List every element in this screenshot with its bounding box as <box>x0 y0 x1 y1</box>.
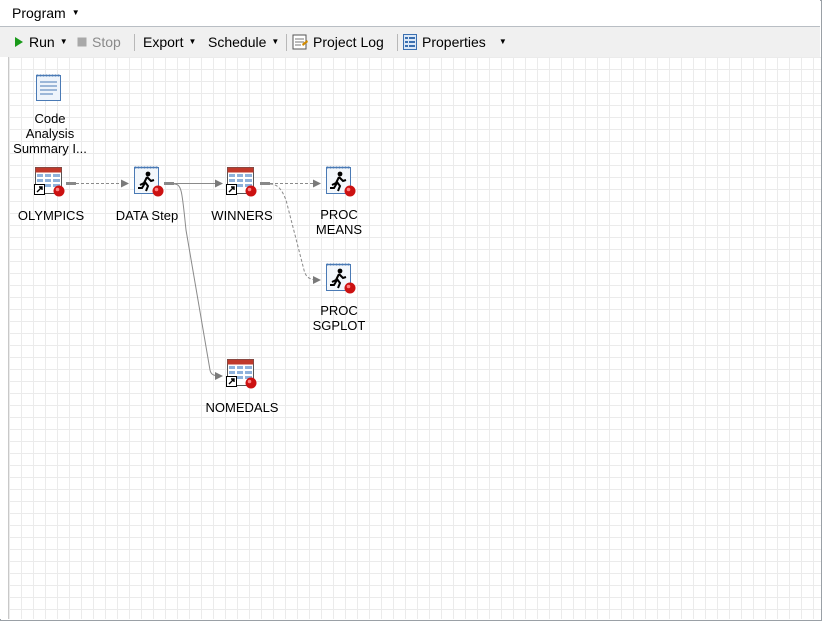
dataset-table-icon <box>226 359 257 389</box>
project-log-icon <box>292 34 308 50</box>
toolbar: Run ▼ Stop Export ▼ Schedule ▼ Project L… <box>0 27 820 58</box>
toolbar-separator <box>397 34 398 51</box>
node-label-line: Code <box>34 111 66 126</box>
node-label: OLYMPICS <box>17 208 85 223</box>
node-label: Code Analysis Summary I... <box>0 111 100 156</box>
dataset-table-icon <box>226 167 257 197</box>
chevron-down-icon: ▼ <box>271 37 280 46</box>
chevron-down-icon: ▼ <box>71 8 80 17</box>
program-runner-icon <box>326 263 356 294</box>
program-runner-icon <box>134 166 164 197</box>
node-winners[interactable]: WINNERS <box>202 166 282 226</box>
node-data-step[interactable]: DATA Step <box>105 166 189 226</box>
stop-button[interactable]: Stop <box>77 27 121 57</box>
chevron-down-icon: ▼ <box>188 37 197 46</box>
run-label: Run <box>29 34 55 50</box>
export-label: Export <box>143 34 184 50</box>
node-label-line: Analysis <box>25 126 75 141</box>
menu-bar: Program ▼ <box>0 0 820 27</box>
node-label: PROC SGPLOT <box>300 303 378 333</box>
node-label: DATA Step <box>115 208 179 223</box>
node-olympics[interactable]: OLYMPICS <box>10 166 92 226</box>
dataset-table-icon <box>34 167 65 197</box>
toolbar-separator <box>286 34 287 51</box>
node-label-line: PROC <box>320 207 358 222</box>
toolbar-separator <box>134 34 135 51</box>
node-label: WINNERS <box>211 208 273 223</box>
program-runner-icon <box>326 166 356 197</box>
stop-icon <box>77 37 87 47</box>
play-icon <box>15 37 23 47</box>
node-code-analysis-summary[interactable]: Code Analysis Summary I... <box>0 70 100 160</box>
chevron-down-icon[interactable]: ▼ <box>59 37 68 46</box>
node-label-line: MEANS <box>315 222 363 237</box>
node-label: NOMEDALS <box>205 400 279 415</box>
left-gutter <box>0 57 8 619</box>
process-flow-canvas[interactable] <box>8 57 821 619</box>
properties-button[interactable]: Properties ▼ <box>403 27 507 57</box>
project-log-button[interactable]: Project Log <box>292 27 384 57</box>
export-button[interactable]: Export ▼ <box>143 27 196 57</box>
chevron-down-icon[interactable]: ▼ <box>498 37 507 46</box>
node-proc-means[interactable]: PROC MEANS <box>300 166 380 238</box>
program-menu-label: Program <box>12 5 66 21</box>
project-log-label: Project Log <box>313 34 384 50</box>
node-proc-sgplot[interactable]: PROC SGPLOT <box>300 263 380 335</box>
node-label-line: SGPLOT <box>312 318 366 333</box>
node-label-line: PROC <box>320 303 358 318</box>
document-icon <box>36 74 61 101</box>
node-label: PROC MEANS <box>300 207 378 237</box>
schedule-label: Schedule <box>208 34 267 50</box>
run-button[interactable]: Run ▼ <box>14 27 68 57</box>
node-label-line: Summary I... <box>13 141 87 156</box>
stop-label: Stop <box>92 34 121 50</box>
program-menu[interactable]: Program ▼ <box>12 5 80 21</box>
properties-label: Properties <box>422 34 486 50</box>
schedule-button[interactable]: Schedule ▼ <box>208 27 279 57</box>
properties-icon <box>403 34 417 50</box>
node-nomedals[interactable]: NOMEDALS <box>200 358 284 418</box>
